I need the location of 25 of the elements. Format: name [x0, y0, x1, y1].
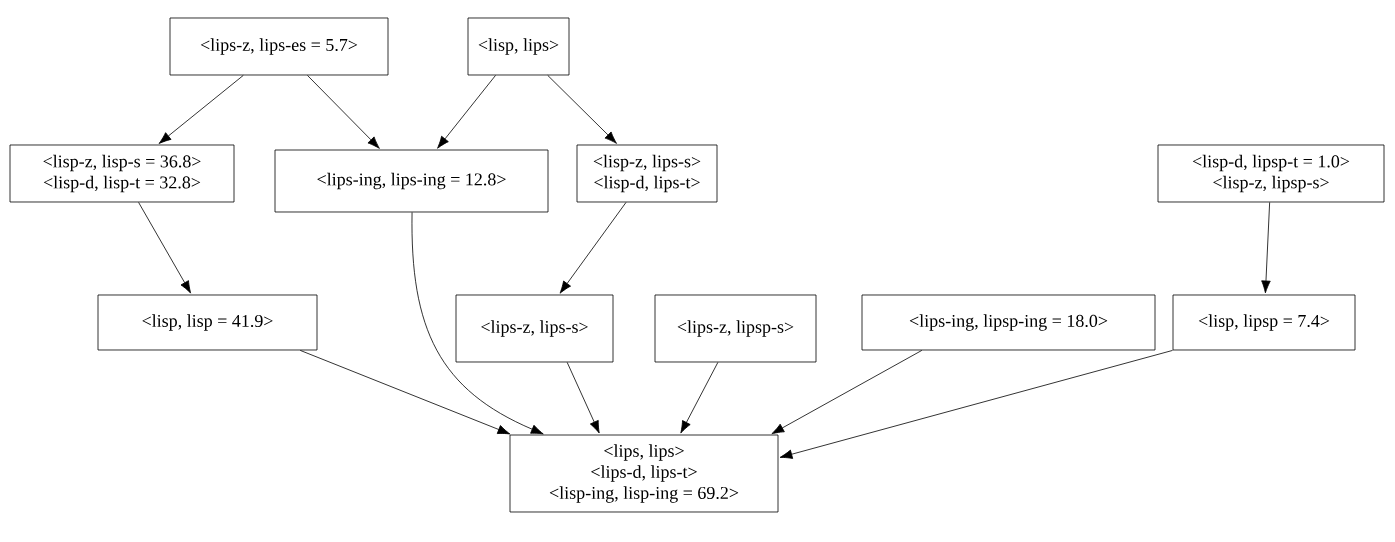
node-box: <lisp-d, lipsp-t = 1.0> <lisp-z, lipsp-s>: [1157, 144, 1385, 203]
node-box: <lips-z, lipsp-s>: [654, 294, 817, 363]
node-box: <lisp-z, lisp-s = 36.8> <lisp-d, lisp-t = 32.8>: [9, 144, 235, 203]
arrow: [299, 350, 511, 435]
arrow: [307, 75, 380, 149]
arrow: [138, 202, 192, 294]
arrow: [566, 362, 600, 434]
arrow: [158, 75, 244, 144]
arrow: [779, 350, 1173, 459]
arrow: [547, 75, 617, 144]
arrow: [559, 202, 627, 294]
arrow: [771, 350, 923, 435]
node-box: <lips, lips> <lips-d, lips-t> <lisp-ing, lisp-ing = 69.2>: [509, 434, 779, 513]
node-box: <lips-ing, lips-ing = 12.8>: [274, 149, 549, 213]
node-box: <lisp-z, lips-s> <lisp-d, lips-t>: [576, 144, 718, 203]
arrow: [680, 362, 719, 434]
node-box: <lips-z, lips-s>: [455, 294, 614, 363]
node-box: <lisp, lips>: [467, 17, 570, 76]
node-box: <lips-ing, lipsp-ing = 18.0>: [861, 294, 1156, 351]
node-box: <lips-z, lips-es = 5.7>: [169, 17, 389, 76]
arrow: [1261, 202, 1271, 294]
arrow: [411, 212, 544, 435]
node-box: <lisp, lipsp = 7.4>: [1172, 294, 1356, 351]
arrow: [437, 75, 496, 149]
node-box: <lisp, lisp = 41.9>: [97, 294, 318, 351]
